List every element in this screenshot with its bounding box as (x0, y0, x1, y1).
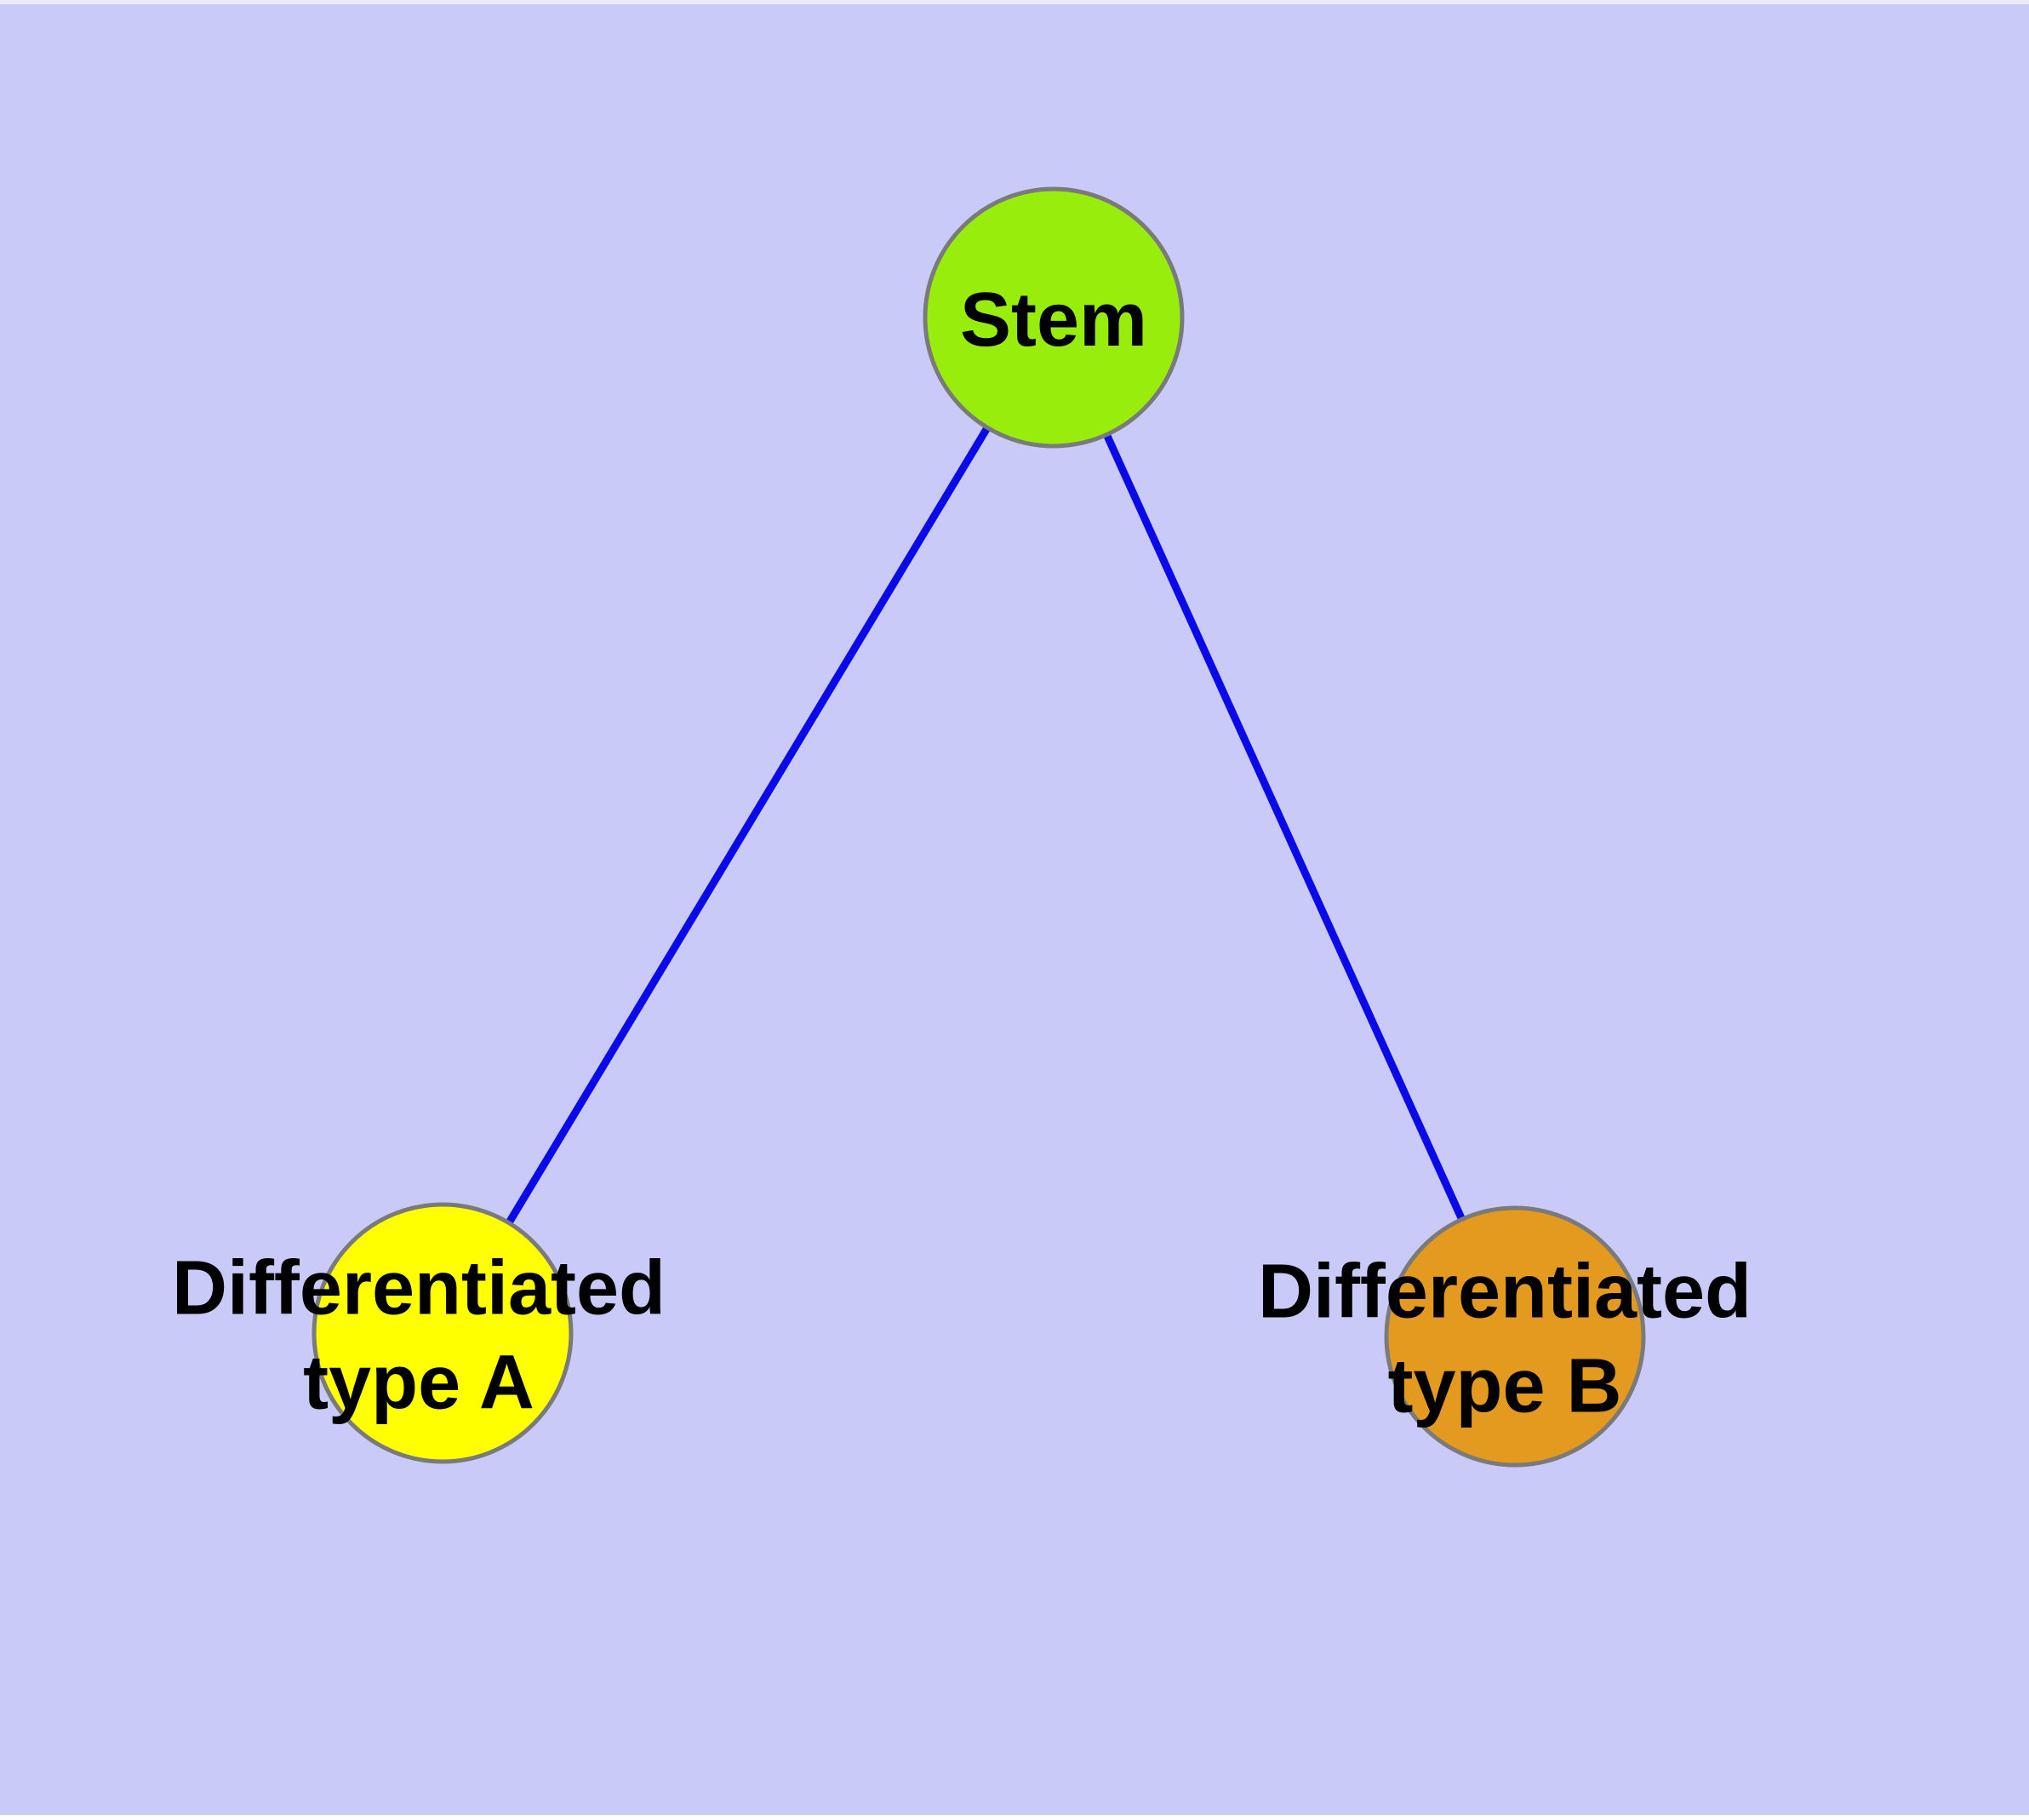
node-type-b-circle (1384, 1205, 1646, 1468)
node-stem-circle (923, 186, 1185, 449)
node-stem-label: Stem (960, 278, 1147, 363)
node-type-a-circle (311, 1202, 574, 1464)
bottom-edge-strip (0, 1815, 2029, 1820)
edge-stem-type-b (1049, 316, 1519, 1338)
edge-stem-type-a (439, 315, 1057, 1336)
top-edge-strip (0, 0, 2029, 4)
